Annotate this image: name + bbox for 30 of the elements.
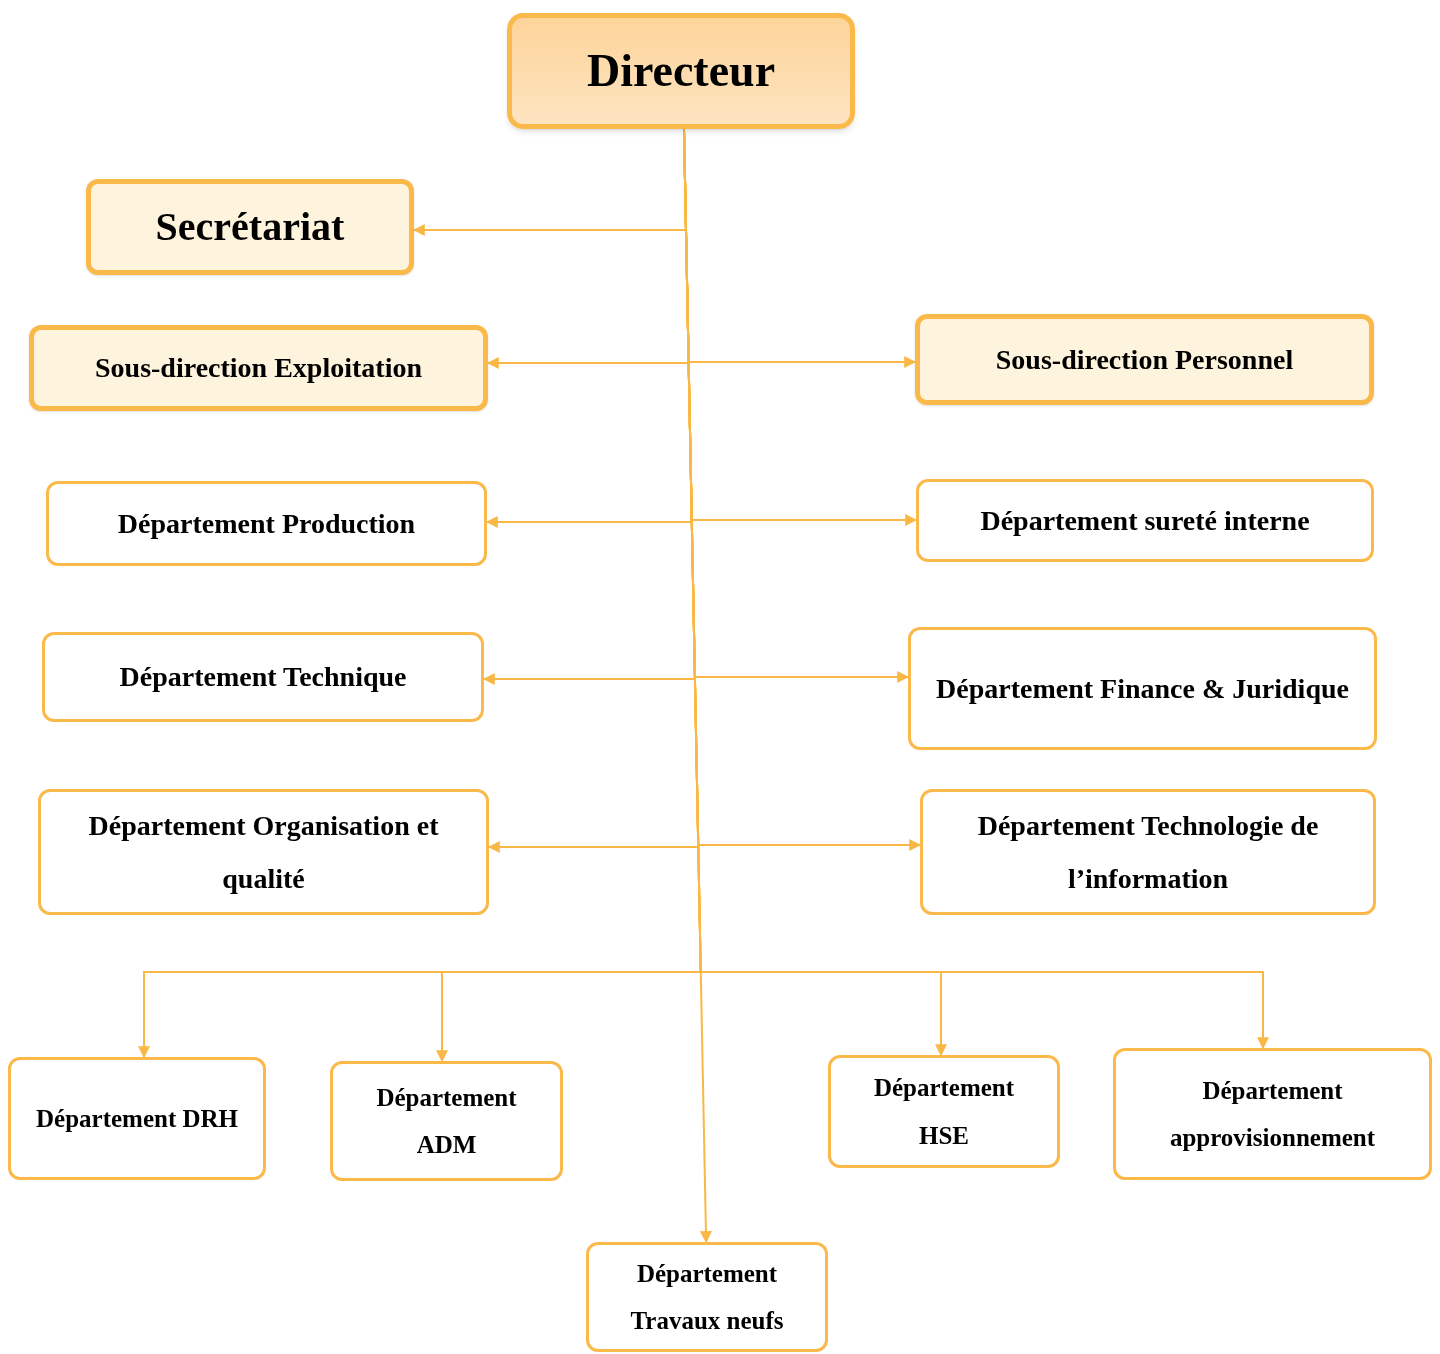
org-box — [908, 627, 1377, 750]
box-label: Département sureté interne — [980, 503, 1310, 538]
box-label: Département DRH — [36, 1103, 238, 1134]
box-label: Département Finance & Juridique — [936, 671, 1349, 706]
box-label: Département Organisation et qualité — [87, 808, 440, 896]
org-box — [920, 789, 1376, 915]
org-box — [8, 1057, 266, 1180]
box-label: Département approvisionnement — [1168, 1075, 1377, 1153]
box-label: Sous-direction Personnel — [995, 342, 1294, 377]
box-label: Département ADM — [375, 1082, 518, 1160]
box-label: Département Technique — [119, 660, 407, 695]
org-box — [586, 1242, 828, 1352]
org-box — [507, 13, 855, 129]
box-label: Département HSE — [872, 1073, 1016, 1151]
org-box — [29, 325, 488, 411]
org-box — [86, 179, 414, 275]
org-box — [46, 481, 487, 566]
box-label: Département Production — [117, 506, 416, 541]
box-label: Directeur — [586, 44, 776, 99]
box-label: Département Technologie de l’information — [976, 808, 1320, 896]
org-box — [330, 1061, 563, 1181]
org-box — [915, 314, 1374, 405]
box-label: Secrétariat — [155, 203, 345, 251]
org-box — [916, 479, 1374, 562]
org-box — [38, 789, 489, 915]
org-box — [1113, 1048, 1432, 1180]
org-box — [42, 632, 484, 722]
org-box — [828, 1055, 1060, 1168]
box-label: Département Travaux neufs — [629, 1258, 785, 1336]
box-label: Sous-direction Exploitation — [95, 351, 422, 386]
